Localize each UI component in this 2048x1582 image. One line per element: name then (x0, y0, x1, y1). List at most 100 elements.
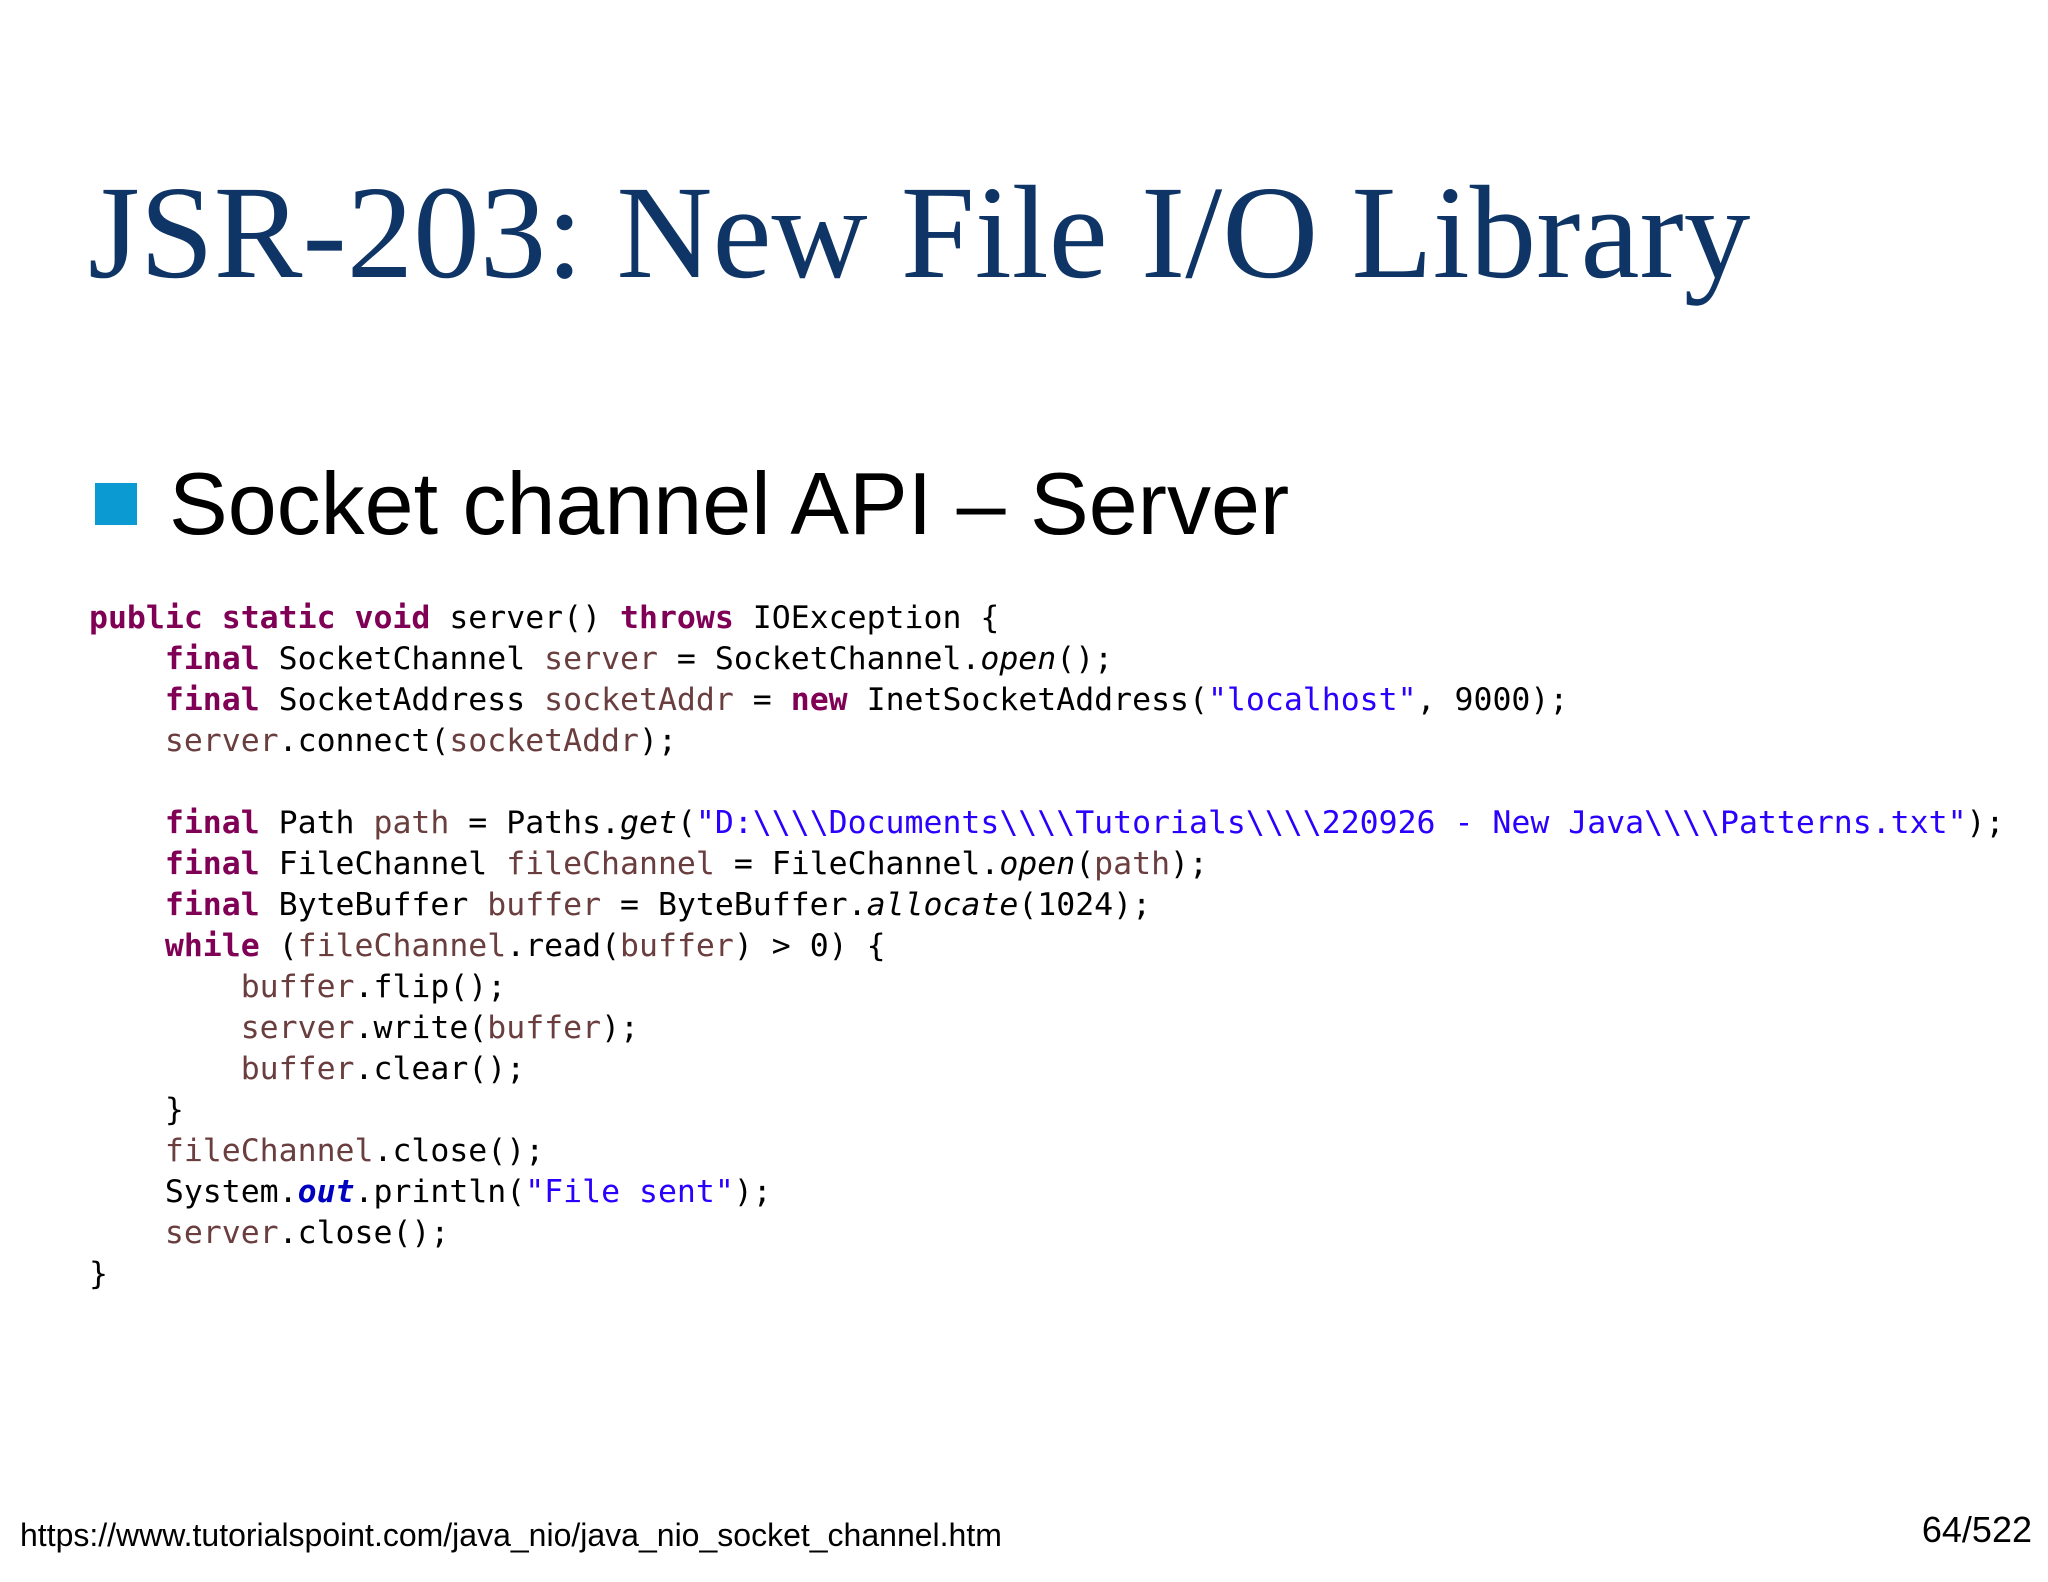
code-line: server.write(buffer); (89, 1008, 2004, 1049)
code-method: open (980, 641, 1057, 677)
code-line: buffer.clear(); (89, 1049, 2004, 1090)
code-text: = FileChannel. (714, 846, 1000, 882)
code-method: get (620, 805, 677, 841)
code-text: = (733, 682, 791, 718)
code-text: ); (1170, 846, 1208, 882)
code-string: "D:\\\\Documents\\\\Tutorials\\\\220926 … (695, 805, 1967, 841)
code-variable: server (164, 723, 279, 759)
code-keyword: while (164, 928, 260, 964)
slide-title: JSR-203: New File I/O Library (88, 158, 1751, 306)
code-text: .println( (354, 1174, 526, 1210)
code-text: .clear(); (354, 1051, 526, 1087)
code-text: , 9000); (1416, 682, 1569, 718)
code-line: final ByteBuffer buffer = ByteBuffer.all… (89, 885, 2004, 926)
code-static-field: out (297, 1174, 355, 1210)
code-text: ( (676, 805, 696, 841)
code-variable: socketAddr (544, 682, 734, 718)
code-variable: fileChannel (164, 1133, 374, 1169)
code-variable: buffer (487, 887, 602, 923)
code-text (89, 969, 241, 1005)
code-line: public static void server() throws IOExc… (89, 598, 2004, 639)
bullet-text: Socket channel API – Server (169, 454, 1290, 553)
code-keyword: final (164, 641, 260, 677)
code-variable: buffer (487, 1010, 602, 1046)
code-text: server() (430, 600, 621, 636)
code-text (89, 846, 165, 882)
code-text: (1024); (1018, 887, 1152, 923)
code-text: .close(); (373, 1133, 545, 1169)
code-text: ); (733, 1174, 772, 1210)
code-text: ) > 0) { (733, 928, 886, 964)
code-line: System.out.println("File sent"); (89, 1172, 2004, 1213)
code-variable: fileChannel (506, 846, 715, 882)
code-text: SocketAddress (259, 682, 545, 718)
code-line: } (89, 1254, 2004, 1295)
code-keyword: new (790, 682, 848, 718)
code-text: = SocketChannel. (657, 641, 981, 677)
code-text: ); (639, 723, 677, 759)
code-text: = ByteBuffer. (601, 887, 867, 923)
code-text: FileChannel (259, 846, 507, 882)
code-keyword: final (164, 805, 260, 841)
code-text: } (89, 1092, 184, 1128)
code-text: InetSocketAddress( (847, 682, 1208, 718)
code-text: ); (1966, 805, 2005, 841)
code-line: fileChannel.close(); (89, 1131, 2004, 1172)
code-variable: buffer (240, 969, 355, 1005)
code-string: "File sent" (525, 1174, 734, 1210)
code-text (89, 928, 165, 964)
page-number: 64/522 (1921, 1509, 2032, 1550)
code-text: .write( (354, 1010, 488, 1046)
code-line (89, 762, 2004, 803)
code-variable: buffer (240, 1051, 355, 1087)
code-text: .read( (506, 928, 621, 964)
code-line: server.connect(socketAddr); (89, 721, 2004, 762)
code-text: .close(); (278, 1215, 450, 1251)
code-keyword: final (164, 887, 260, 923)
code-text: ); (601, 1010, 640, 1046)
code-keyword: final (164, 846, 260, 882)
code-text (89, 1133, 165, 1169)
code-text: .connect( (278, 723, 450, 759)
code-text: System. (89, 1174, 298, 1210)
code-line: final FileChannel fileChannel = FileChan… (89, 844, 2004, 885)
code-variable: server (240, 1010, 355, 1046)
code-string: "localhost" (1207, 682, 1417, 718)
code-method: open (999, 846, 1076, 882)
code-method: allocate (866, 887, 1019, 923)
code-text (89, 805, 165, 841)
code-text: SocketChannel (259, 641, 545, 677)
code-text (89, 1010, 241, 1046)
code-line: } (89, 1090, 2004, 1131)
code-text (89, 723, 165, 759)
code-text: ( (1075, 846, 1095, 882)
code-text: Path (259, 805, 374, 841)
code-line: while (fileChannel.read(buffer) > 0) { (89, 926, 2004, 967)
code-variable: path (1094, 846, 1171, 882)
code-block: public static void server() throws IOExc… (89, 598, 2004, 1295)
code-line: final SocketAddress socketAddr = new Ine… (89, 680, 2004, 721)
code-text: } (89, 1256, 108, 1292)
code-variable: path (373, 805, 450, 841)
code-text (89, 887, 165, 923)
code-line: final SocketChannel server = SocketChann… (89, 639, 2004, 680)
code-variable: server (544, 641, 658, 677)
code-text: ( (259, 928, 298, 964)
code-line: server.close(); (89, 1213, 2004, 1254)
code-keyword: public static void (89, 600, 431, 636)
bullet-item: Socket channel API – Server (95, 452, 1289, 556)
code-variable: buffer (620, 928, 734, 964)
code-variable: server (164, 1215, 279, 1251)
code-line: buffer.flip(); (89, 967, 2004, 1008)
source-url: https://www.tutorialspoint.com/java_nio/… (20, 1517, 1002, 1553)
code-keyword: throws (620, 600, 734, 636)
code-text: .flip(); (354, 969, 507, 1005)
code-text (89, 1051, 241, 1087)
code-text: IOException { (733, 600, 1000, 636)
code-variable: socketAddr (449, 723, 639, 759)
code-text: ByteBuffer (259, 887, 488, 923)
code-text (89, 682, 165, 718)
square-bullet-icon (95, 483, 137, 525)
code-text: = Paths. (449, 805, 621, 841)
